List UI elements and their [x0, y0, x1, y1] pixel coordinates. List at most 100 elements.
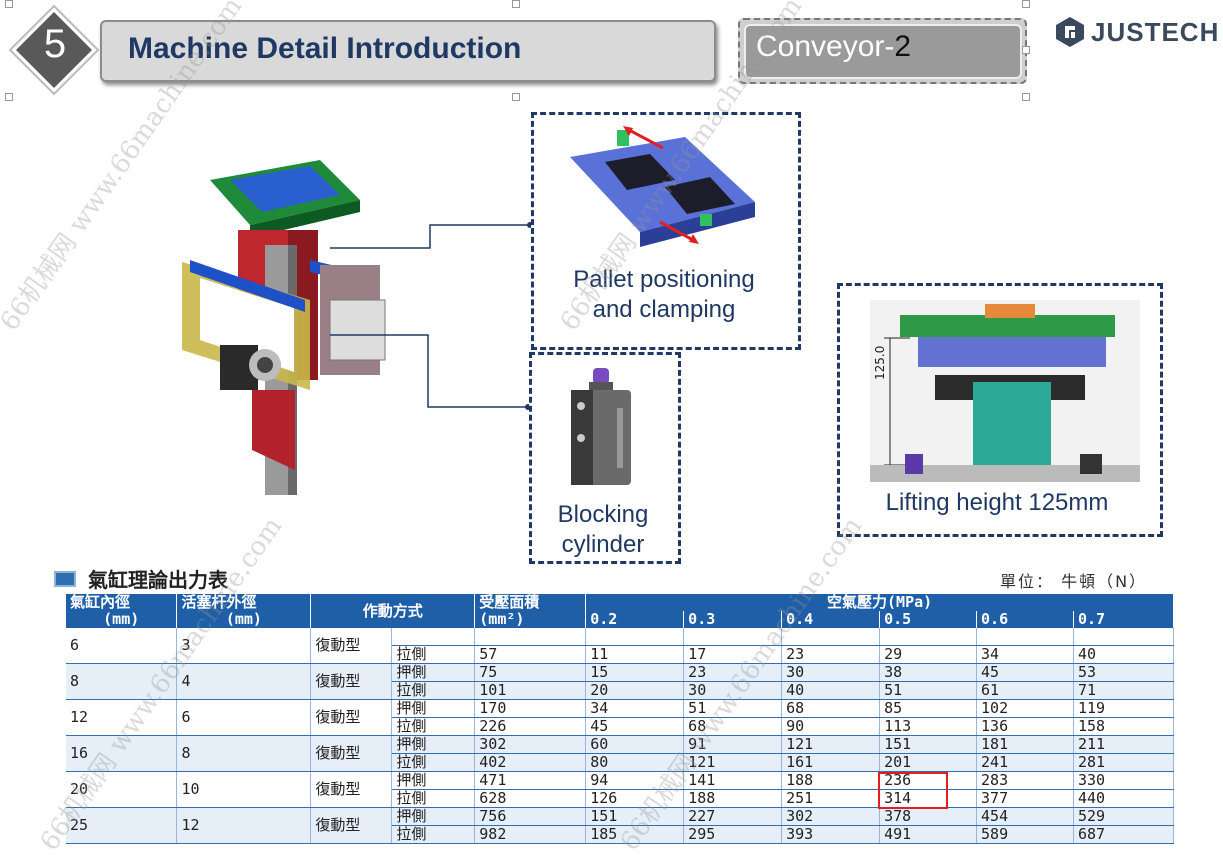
force-cell: 377 [976, 789, 1074, 808]
force-cell: 151 [585, 807, 685, 826]
force-cell [1073, 628, 1175, 646]
page-title: Machine Detail Introduction [128, 32, 522, 65]
header-pressure: 空氣壓力(MPa) [585, 594, 1174, 611]
force-cell: 34 [976, 645, 1074, 664]
rod-cell: 12 [176, 807, 312, 844]
force-cell [585, 628, 685, 646]
force-cell: 60 [585, 735, 685, 754]
selection-handle [1022, 46, 1030, 54]
pallet-caption-line1: Pallet positioning [573, 266, 755, 293]
force-cell: 211 [1073, 735, 1175, 754]
section-number-diamond [8, 4, 100, 96]
selection-handle [512, 93, 520, 101]
header-area: 受壓面積(mm²) [474, 594, 587, 628]
table-unit-label: 單位： 牛頓（N） [1000, 572, 1148, 591]
force-cell: 454 [976, 807, 1074, 826]
force-cell: 295 [683, 825, 783, 844]
pallet-caption-line2: and clamping [592, 296, 736, 323]
blocking-cylinder-illustration [571, 368, 631, 485]
force-cell [683, 628, 783, 646]
force-cell: 251 [781, 789, 881, 808]
force-cell: 29 [879, 645, 978, 664]
bore-cell: 16 [66, 735, 178, 772]
header-pressure-value: 0.3 [683, 611, 783, 628]
side-cell: 拉側 [391, 789, 476, 808]
area-cell: 57 [474, 645, 587, 664]
force-cell: 38 [879, 663, 978, 682]
force-cell: 491 [879, 825, 978, 844]
force-cell: 529 [1073, 807, 1175, 826]
area-cell: 302 [474, 735, 587, 754]
force-cell: 188 [781, 771, 881, 790]
force-cell: 302 [781, 807, 881, 826]
side-cell: 押側 [391, 735, 476, 754]
cylinder-force-table: 氣缸內徑(mm) 活塞杆外徑(mm) 作動方式 受壓面積(mm²) 空氣壓力(M… [66, 594, 1175, 844]
action-type-cell: 復動型 [310, 807, 393, 844]
force-cell: 440 [1073, 789, 1175, 808]
header-pressure-value: 0.6 [976, 611, 1074, 628]
area-cell: 402 [474, 753, 587, 772]
side-cell: 拉側 [391, 717, 476, 736]
callout-connector-lines [330, 222, 533, 410]
force-cell: 188 [683, 789, 783, 808]
force-cell: 45 [585, 717, 685, 736]
force-cell: 53 [1073, 663, 1175, 682]
force-cell: 241 [976, 753, 1074, 772]
force-cell: 119 [1073, 699, 1175, 718]
force-cell: 40 [781, 681, 881, 700]
header-pressure-value: 0.4 [781, 611, 881, 628]
header-pressure-value: 0.5 [879, 611, 978, 628]
area-cell: 628 [474, 789, 587, 808]
selection-handle [5, 93, 13, 101]
force-cell: 687 [1073, 825, 1175, 844]
selection-handle [512, 0, 520, 8]
bore-cell: 20 [66, 771, 178, 808]
bore-cell: 12 [66, 699, 178, 736]
force-cell: 126 [585, 789, 685, 808]
table-title-text: 氣缸理論出力表 [88, 568, 228, 592]
area-cell: 170 [474, 699, 587, 718]
force-cell: 20 [585, 681, 685, 700]
force-cell: 80 [585, 753, 685, 772]
force-cell: 71 [1073, 681, 1175, 700]
force-cell: 136 [976, 717, 1074, 736]
force-cell: 121 [683, 753, 783, 772]
selection-handle [1022, 0, 1030, 8]
side-cell: 押側 [391, 771, 476, 790]
side-cell: 拉側 [391, 753, 476, 772]
force-cell [976, 628, 1074, 646]
rod-cell: 3 [176, 628, 312, 664]
force-cell: 589 [976, 825, 1074, 844]
force-cell: 102 [976, 699, 1074, 718]
force-cell: 378 [879, 807, 978, 826]
force-cell: 90 [781, 717, 881, 736]
action-type-cell: 復動型 [310, 663, 393, 700]
header-action: 作動方式 [310, 594, 476, 628]
header-pressure-value: 0.2 [585, 611, 685, 628]
pallet-illustration [570, 126, 755, 247]
side-cell: 拉側 [391, 681, 476, 700]
force-cell: 141 [683, 771, 783, 790]
force-cell: 45 [976, 663, 1074, 682]
title-bar [100, 20, 716, 82]
force-cell: 314 [879, 789, 978, 808]
force-cell: 51 [879, 681, 978, 700]
force-cell: 61 [976, 681, 1074, 700]
lifting-caption: Lifting height 125mm [885, 489, 1109, 516]
force-cell: 393 [781, 825, 881, 844]
area-cell: 471 [474, 771, 587, 790]
brand-name: JUSTECH [1091, 16, 1220, 47]
force-cell: 85 [879, 699, 978, 718]
force-cell: 23 [781, 645, 881, 664]
force-cell: 17 [683, 645, 783, 664]
side-cell [391, 628, 476, 646]
bore-cell: 25 [66, 807, 178, 844]
